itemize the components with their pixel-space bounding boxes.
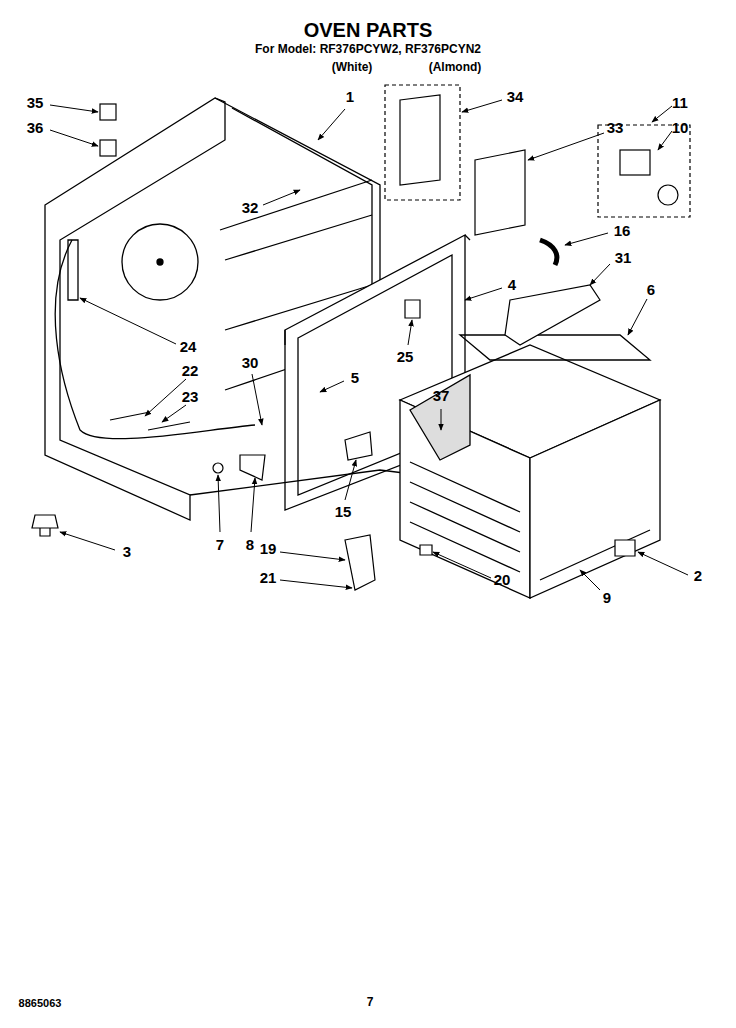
callout-number: 34 [507, 89, 524, 106]
callout-number: 31 [615, 250, 632, 267]
caption-text: (Almond) [429, 61, 482, 74]
oven-cavity [400, 335, 660, 598]
callout-number: 10 [672, 120, 689, 137]
callout-number: 7 [216, 537, 224, 554]
callout-number: 24 [180, 339, 197, 356]
caption-text: For Model: RF376PCYW2, RF376PCYN2 [255, 43, 481, 56]
callout-number: 11 [672, 95, 688, 112]
leader-lines [50, 100, 688, 590]
caption-text: 7 [367, 996, 374, 1009]
callout-number: 25 [397, 349, 414, 366]
callout-number: 15 [335, 504, 352, 521]
callout-number: 32 [242, 200, 259, 217]
callout-number: 20 [494, 572, 511, 589]
callout-number: 9 [603, 590, 611, 607]
callout-number: 37 [433, 388, 450, 405]
callout-number: 35 [27, 95, 44, 112]
callout-number: 22 [182, 363, 199, 380]
callout-number: 19 [260, 541, 277, 558]
callout-number: 23 [182, 389, 199, 406]
callout-number: 1 [346, 89, 354, 106]
callout-number: 2 [694, 568, 702, 585]
callout-number: 6 [647, 282, 655, 299]
callout-number: 8 [246, 537, 254, 554]
callout-number: 36 [27, 120, 44, 137]
callout-number: 3 [123, 544, 131, 561]
small-parts [32, 85, 690, 590]
caption-text: 8865063 [19, 997, 62, 1009]
caption-text: (White) [332, 61, 373, 74]
callout-number: 5 [351, 370, 359, 387]
callout-number: 33 [607, 120, 624, 137]
callout-number: 30 [242, 355, 259, 372]
callout-number: 16 [614, 223, 631, 240]
callout-number: 21 [260, 570, 277, 587]
callout-number: 4 [508, 277, 516, 294]
title: OVEN PARTS [304, 19, 433, 41]
